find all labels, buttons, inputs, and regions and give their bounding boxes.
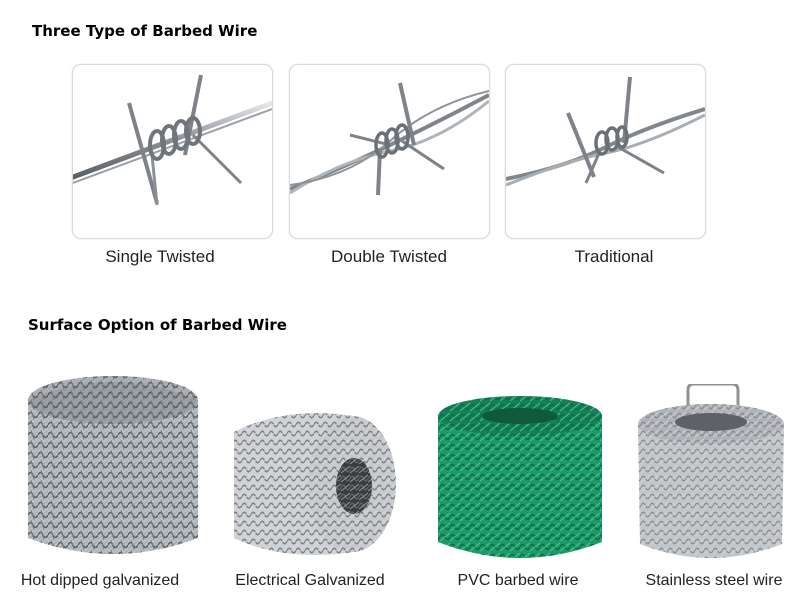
traditional-barbed-wire-image [506,76,705,187]
section-title-surface: Surface Option of Barbed Wire [28,316,287,334]
wire-type-label-double-twisted: Double Twisted [331,247,447,266]
double-twisted-barbed-wire-image [290,82,489,196]
coil-label-stainless-steel-wire: Stainless steel wire [645,572,783,589]
coil-image-stainless-steel-wire [632,382,790,571]
wire-type-label-traditional: Traditional [574,247,654,266]
wire-type-label-single-twisted: Single Twisted [105,247,215,266]
wire-type-card-single-twisted [72,64,273,239]
coil-image-electrical-galvanized [224,402,402,567]
coil-label-hot-dipped-galvanized: Hot dipped galvanized [20,572,180,589]
coil-label-electrical-galvanized: Electrical Galvanized [235,572,385,589]
coil-label-pvc-barbed-wire: PVC barbed wire [457,572,579,589]
coil-image-hot-dipped-galvanized [18,370,208,565]
section-title-types: Three Type of Barbed Wire [32,22,258,40]
wire-type-card-traditional [505,64,706,239]
wire-type-card-double-twisted [289,64,490,239]
coil-image-pvc-barbed-wire [430,392,610,573]
single-twisted-barbed-wire-image [73,74,272,206]
